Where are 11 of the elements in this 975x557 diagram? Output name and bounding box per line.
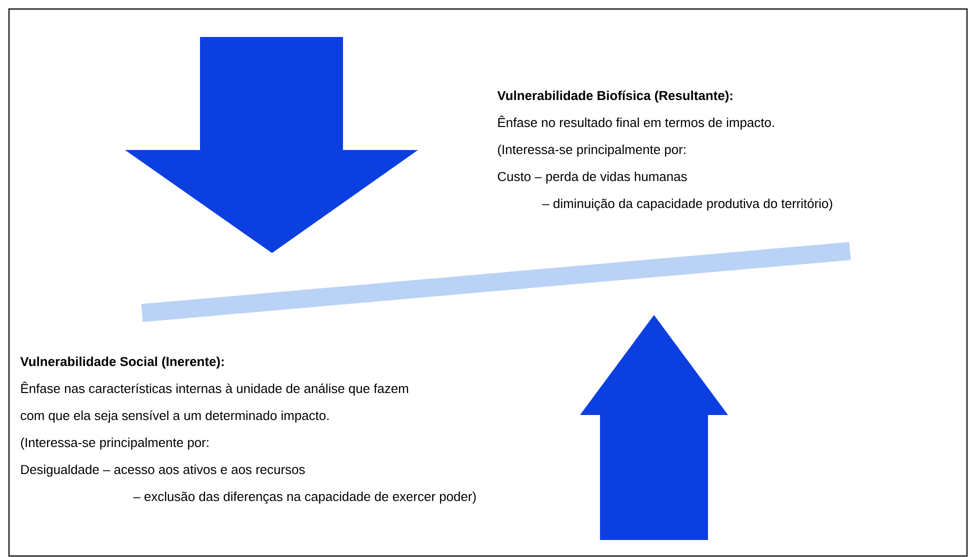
body-text: – diminuição da capacidade produtiva do território) [542, 198, 832, 211]
body-text: com que ela seja sensível a um determinado impacto. [20, 410, 329, 423]
body-text: Desigualdade – acesso aos ativos e aos recursos [21, 464, 305, 477]
body-text: Ênfase nas características internas à unidade de análise que fazem [21, 382, 408, 396]
body-text: (Interessa-se principalmente por: [498, 144, 686, 157]
body-text: Ênfase no resultado final em termos de impacto. [498, 116, 774, 130]
body-text: – exclusão das diferenças na capacidade de exercer poder) [133, 492, 476, 504]
body-text: (Interessa-se principalmente por: [21, 438, 208, 450]
heading: Vulnerabilidade Biofísica (Resultante): [497, 90, 732, 103]
body-text: Custo – perda de vidas humanas [498, 172, 687, 184]
heading: Vulnerabilidade Social (Inerente): [20, 356, 224, 369]
